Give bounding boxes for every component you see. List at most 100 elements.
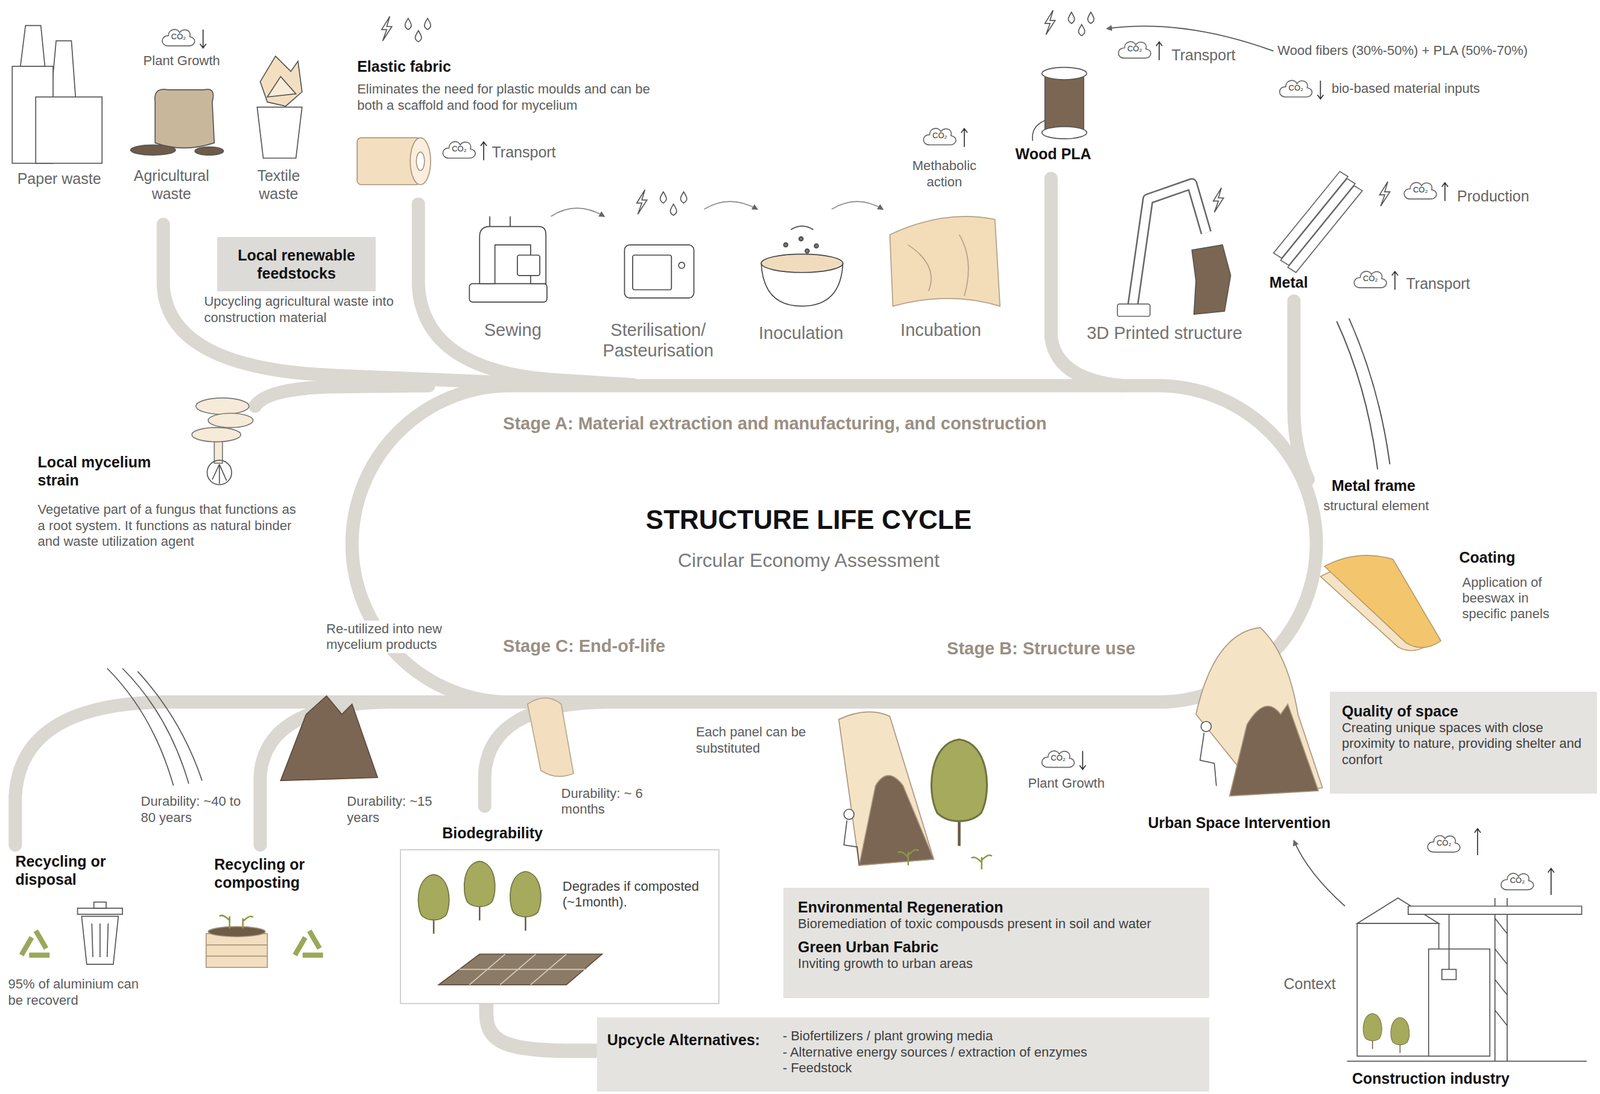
textile-bin-icon bbox=[256, 56, 302, 159]
text-label: Context bbox=[1283, 974, 1351, 993]
urban-shell-icon bbox=[1195, 627, 1323, 797]
recycle-icon bbox=[21, 930, 51, 956]
bottom-left-rods-icon bbox=[107, 668, 203, 786]
inoculation-bowl-icon bbox=[783, 243, 788, 248]
text-label: Transport bbox=[1171, 45, 1248, 64]
co2-trend-arrow bbox=[1441, 182, 1449, 201]
construction-icon bbox=[1441, 969, 1457, 980]
text-label: Eliminates the need for plastic moulds a… bbox=[357, 81, 674, 114]
biodegradation-scene bbox=[510, 871, 541, 931]
factory-icon bbox=[35, 97, 102, 164]
text-label: Local mycelium strain bbox=[37, 452, 181, 490]
sterilizer-icon bbox=[678, 262, 685, 269]
illustration bbox=[1353, 271, 1387, 288]
text-label: Incubation bbox=[879, 319, 1003, 341]
co2-label: CO₂ bbox=[443, 144, 475, 154]
text-label: Stage A: Material extraction and manufac… bbox=[502, 413, 1177, 435]
sack-icon bbox=[194, 147, 224, 156]
person-icon bbox=[843, 820, 859, 865]
construction-icon bbox=[1356, 923, 1439, 1057]
coating-panel-icon bbox=[1324, 555, 1441, 648]
inoculation-bowl-icon bbox=[814, 243, 819, 248]
node-heading: Biodegrability bbox=[442, 823, 543, 842]
bottom-left-rods-icon bbox=[137, 671, 203, 781]
co2-trend-arrow bbox=[1548, 868, 1555, 895]
quality-box: Quality of spaceCreating unique spaces w… bbox=[1329, 691, 1597, 794]
incubation-bag-icon bbox=[889, 216, 1000, 307]
text-label: Each panel can be substituted bbox=[695, 724, 824, 757]
bin-icon bbox=[91, 923, 108, 958]
node-text: - Alternative energy sources / extractio… bbox=[782, 1044, 1199, 1061]
recycle-icon bbox=[294, 930, 324, 956]
bin-icon bbox=[77, 902, 123, 965]
illustration bbox=[442, 141, 476, 159]
compost-box-icon bbox=[208, 926, 266, 937]
life-cycle-band bbox=[1293, 300, 1309, 480]
illustration bbox=[923, 128, 956, 145]
co2-label: CO₂ bbox=[1502, 876, 1534, 885]
person-icon bbox=[1200, 732, 1217, 786]
robot-arm-icon bbox=[1191, 244, 1231, 315]
co2-label: CO₂ bbox=[1119, 44, 1151, 54]
text-label: Sewing bbox=[458, 319, 567, 341]
illustration bbox=[1087, 12, 1095, 24]
diagram-title: STRUCTURE LIFE CYCLE bbox=[571, 504, 1047, 537]
textile-bin-icon bbox=[256, 107, 302, 159]
sewing-machine-icon bbox=[509, 216, 511, 227]
text-label: Coating bbox=[1459, 548, 1552, 567]
text-label: Construction industry bbox=[1352, 1069, 1541, 1088]
sprout-icon bbox=[898, 849, 919, 866]
bin-icon bbox=[94, 902, 107, 909]
life-cycle-band bbox=[418, 203, 633, 385]
coating-panel-icon bbox=[1320, 555, 1441, 651]
factory-icon bbox=[12, 25, 102, 163]
brown-shell-icon bbox=[280, 695, 378, 781]
text-label: Metal frame bbox=[1331, 476, 1455, 495]
node-text: Bioremediation of toxic compousds presen… bbox=[797, 916, 1195, 932]
text-label: Plant Growth bbox=[130, 53, 233, 69]
middle-shell-icon bbox=[859, 775, 935, 866]
illustration bbox=[162, 29, 195, 46]
node-text: - Feedstock bbox=[782, 1060, 1199, 1076]
sewing-machine-icon bbox=[479, 226, 546, 285]
node-heading: Quality of space bbox=[1341, 701, 1585, 721]
co2-label: CO₂ bbox=[1042, 753, 1074, 763]
co2-trend-arrow bbox=[1391, 271, 1398, 290]
compost-box-icon bbox=[206, 933, 268, 968]
middle-shell-icon bbox=[838, 711, 934, 865]
co2-trend-arrow bbox=[1317, 80, 1324, 99]
process-arrow bbox=[831, 201, 883, 210]
node-heading: Upcycle Alternatives: bbox=[607, 1030, 760, 1049]
inoculation-bowl-icon bbox=[799, 237, 804, 242]
bin-icon bbox=[77, 908, 123, 915]
co2-label: CO₂ bbox=[163, 32, 195, 42]
person-icon bbox=[843, 809, 854, 820]
illustration bbox=[636, 189, 648, 215]
mushroom-icon bbox=[196, 398, 250, 415]
text-label: Textile waste bbox=[243, 166, 315, 203]
compost-box-icon bbox=[206, 915, 268, 968]
upcycle-box: Upcycle Alternatives:- Biofertilizers / … bbox=[597, 1017, 1210, 1093]
bottom-left-rods-icon bbox=[107, 668, 174, 786]
node-text: Creating unique spaces with close proxim… bbox=[1341, 720, 1585, 768]
co2-trend-arrow bbox=[1474, 828, 1481, 856]
illustration bbox=[1042, 750, 1075, 768]
text-label: Application of beeswax in specific panel… bbox=[1462, 574, 1565, 623]
life-cycle-band bbox=[352, 385, 1317, 703]
text-label: 95% of aluminium can be recoverd bbox=[8, 976, 146, 1009]
biodegradation-scene bbox=[418, 874, 450, 934]
factory-icon bbox=[51, 41, 76, 98]
life-cycle-band bbox=[15, 178, 1316, 845]
illustration bbox=[1427, 835, 1461, 853]
illustration bbox=[660, 191, 667, 204]
urban-shell-icon bbox=[1229, 703, 1319, 796]
compost-box-icon bbox=[219, 915, 254, 929]
process-arrow bbox=[703, 201, 757, 210]
sewing-machine-icon bbox=[469, 216, 548, 303]
illustration bbox=[1362, 1013, 1382, 1049]
text-label: Inoculation bbox=[739, 322, 863, 344]
illustration bbox=[415, 30, 422, 43]
mushroom-icon bbox=[206, 460, 232, 485]
construction-icon bbox=[1408, 905, 1582, 915]
illustration bbox=[670, 203, 677, 216]
